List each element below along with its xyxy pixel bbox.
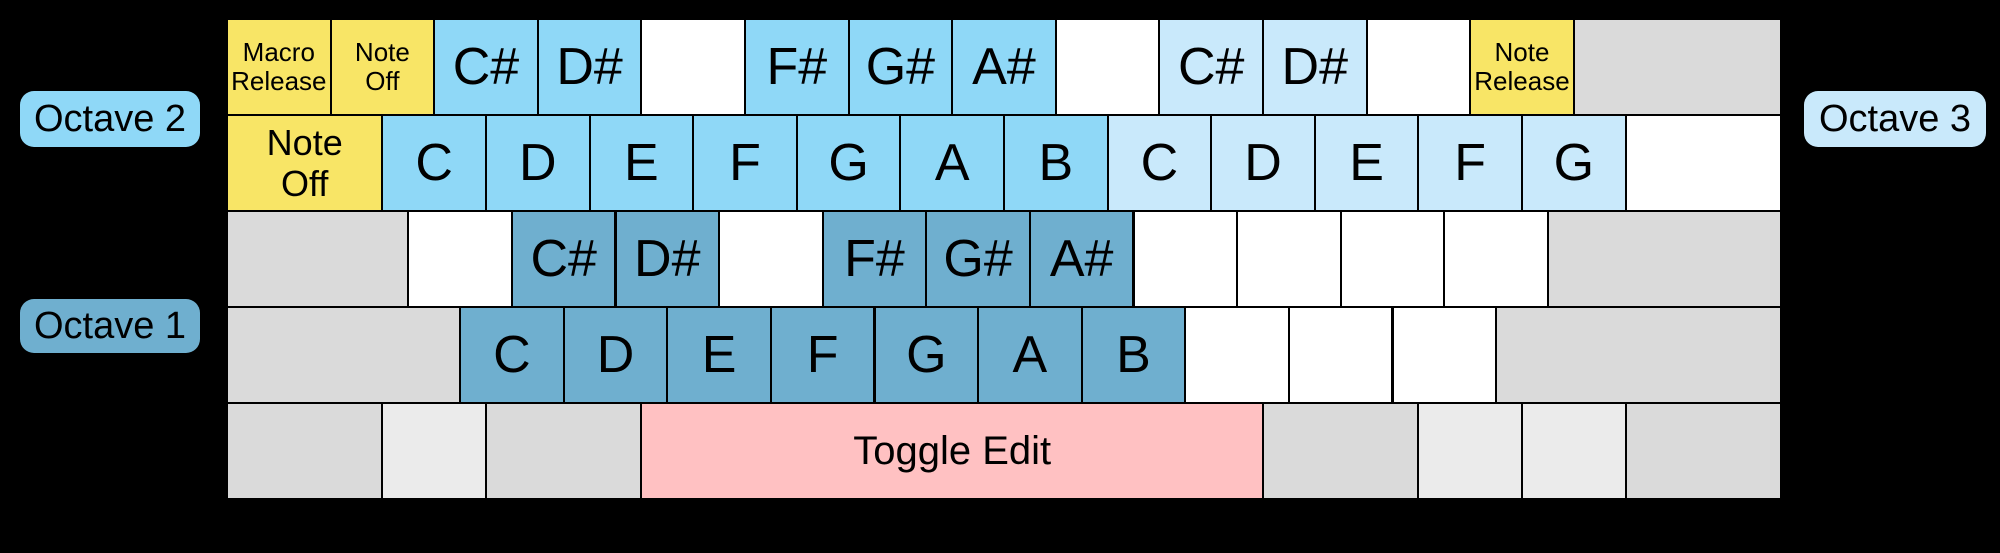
key-blank — [718, 210, 824, 308]
key-e: E — [666, 306, 772, 404]
key-blank — [381, 402, 487, 500]
key-e: E — [1313, 114, 1420, 212]
key-blank — [1443, 210, 1549, 308]
key-f: F — [692, 114, 798, 212]
key-c: C — [1106, 114, 1213, 212]
key-macro-release: Macro Release — [226, 18, 332, 116]
key-blank — [1521, 402, 1627, 500]
key-note-off: Note Off — [226, 114, 384, 212]
key-blank — [1132, 210, 1239, 308]
key-note-off: Note Off — [329, 18, 436, 116]
key-blank — [1546, 210, 1782, 308]
key-a-sharp: A# — [951, 18, 1057, 116]
key-g-sharp: G# — [847, 18, 954, 116]
key-blank — [1287, 306, 1394, 404]
key-f: F — [769, 306, 876, 404]
key-d: D — [485, 114, 591, 212]
key-e: E — [588, 114, 695, 212]
key-a: A — [977, 306, 1083, 404]
key-c: C — [381, 114, 487, 212]
key-toggle-edit: Toggle Edit — [640, 402, 1264, 500]
key-blank — [1236, 210, 1342, 308]
key-blank — [1624, 402, 1782, 500]
key-c-sharp: C# — [433, 18, 539, 116]
key-g: G — [1521, 114, 1627, 212]
key-blank — [1365, 18, 1472, 116]
key-blank — [1417, 402, 1523, 500]
key-blank — [1572, 18, 1782, 116]
key-blank — [1184, 306, 1290, 404]
key-blank — [226, 402, 384, 500]
key-blank — [1624, 114, 1782, 212]
key-f-sharp: F# — [821, 210, 928, 308]
key-d-sharp: D# — [614, 210, 721, 308]
key-blank — [1262, 402, 1420, 500]
key-blank — [1339, 210, 1446, 308]
octave-2-label: Octave 2 — [20, 91, 200, 147]
key-d-sharp: D# — [1262, 18, 1368, 116]
key-blank — [640, 18, 746, 116]
key-d-sharp: D# — [536, 18, 643, 116]
key-a: A — [899, 114, 1005, 212]
octave-3-label: Octave 3 — [1804, 91, 1986, 147]
key-b: B — [1080, 306, 1187, 404]
key-c-sharp: C# — [510, 210, 617, 308]
key-f-sharp: F# — [744, 18, 850, 116]
key-a-sharp: A# — [1028, 210, 1135, 308]
key-b: B — [1003, 114, 1109, 212]
key-g: G — [873, 306, 980, 404]
key-blank — [226, 210, 410, 308]
key-c: C — [459, 306, 565, 404]
key-blank — [1054, 18, 1161, 116]
key-d: D — [1210, 114, 1316, 212]
octave-1-label: Octave 1 — [20, 299, 200, 353]
key-blank — [1391, 306, 1498, 404]
key-c-sharp: C# — [1158, 18, 1264, 116]
key-g-sharp: G# — [925, 210, 1031, 308]
key-d: D — [562, 306, 669, 404]
key-blank — [407, 210, 513, 308]
key-note-release: Note Release — [1469, 18, 1575, 116]
key-blank — [226, 306, 462, 404]
key-f: F — [1417, 114, 1523, 212]
key-g: G — [795, 114, 902, 212]
key-blank — [485, 402, 643, 500]
key-blank — [1495, 306, 1782, 404]
